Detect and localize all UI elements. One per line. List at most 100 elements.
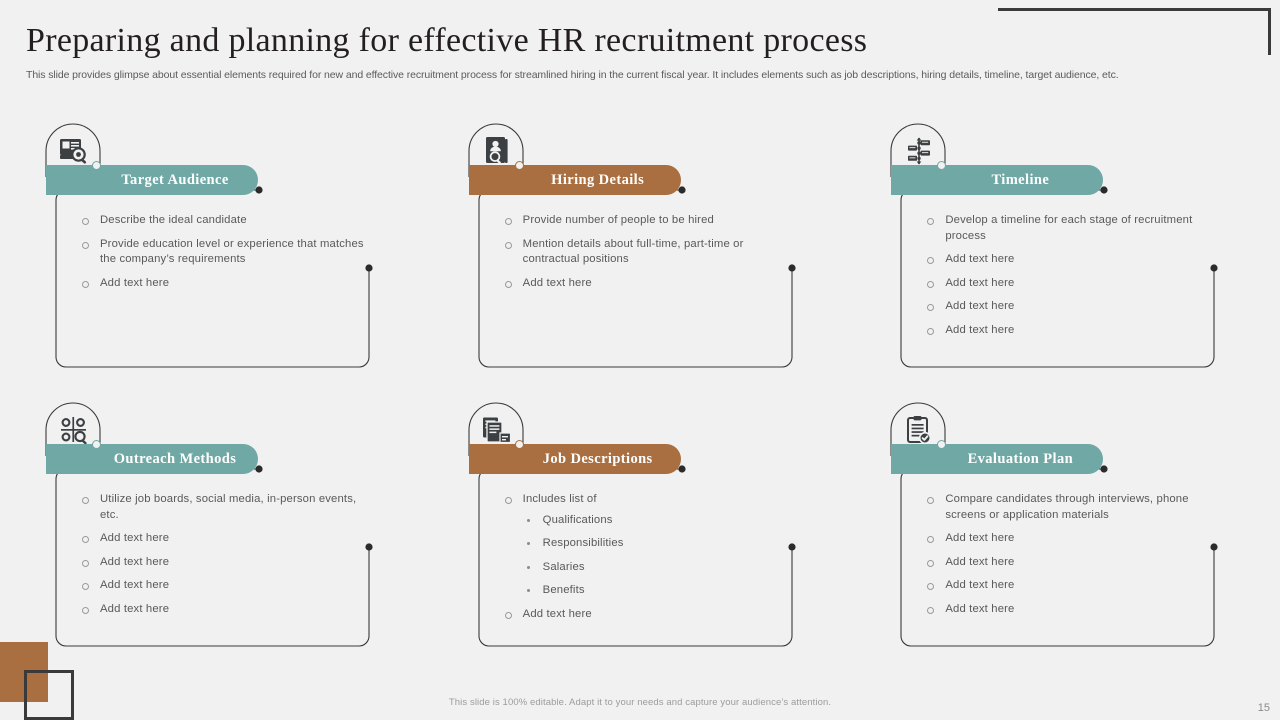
bullet-item: Add text here bbox=[921, 531, 1216, 547]
bullet-item: Add text here bbox=[76, 276, 371, 292]
card-evaluation-plan[interactable]: Evaluation Plan Compare candidates throu… bbox=[885, 402, 1230, 654]
banner-ring-marker bbox=[92, 440, 101, 449]
timeline-icon bbox=[891, 125, 947, 177]
card-target-audience[interactable]: Target Audience Describe the ideal candi… bbox=[40, 123, 385, 375]
page-subtitle: This slide provides glimpse about essent… bbox=[26, 69, 1119, 81]
bullet-text: Add text here bbox=[945, 323, 1015, 336]
bullet-item: Add text here bbox=[499, 276, 794, 292]
banner-ring-marker bbox=[937, 161, 947, 170]
bullet-item: Add text here bbox=[76, 555, 371, 571]
icon-dome-outline bbox=[890, 123, 946, 177]
bullet-text: Add text here bbox=[100, 602, 170, 615]
sub-bullet-text: Benefits bbox=[542, 584, 585, 596]
bullet-item: Utilize job boards, social media, in-per… bbox=[76, 492, 371, 523]
card-title-banner[interactable]: Hiring Details bbox=[468, 165, 681, 195]
bottom-left-outlined-square-decoration bbox=[24, 670, 74, 720]
bullet-item: Add text here bbox=[921, 555, 1216, 571]
documents-stack-icon bbox=[469, 404, 525, 456]
sub-bullet-item: Salaries bbox=[523, 560, 794, 576]
bullet-item: Provide education level or experience th… bbox=[76, 237, 371, 268]
bullet-text: Provide education level or experience th… bbox=[100, 237, 364, 266]
banner-ring-marker bbox=[514, 440, 524, 449]
person-document-search-icon bbox=[469, 125, 525, 177]
card-job-descriptions[interactable]: Job Descriptions Includes list of Qualifi… bbox=[463, 402, 808, 654]
bullet-item: Add text here bbox=[76, 602, 371, 618]
card-title-banner[interactable]: Evaluation Plan bbox=[891, 444, 1104, 474]
card-hiring-details[interactable]: Hiring Details Provide number of people … bbox=[463, 123, 808, 375]
card-title: Job Descriptions bbox=[542, 450, 653, 467]
banner-ring-marker bbox=[937, 440, 947, 449]
bullet-item: Add text here bbox=[921, 276, 1216, 292]
sub-bullet-item: Responsibilities bbox=[523, 536, 794, 552]
bullet-item: Provide number of people to be hired bbox=[499, 213, 794, 229]
bullet-text: Add text here bbox=[945, 555, 1015, 568]
bullet-text: Add text here bbox=[945, 276, 1015, 289]
bullet-item: Add text here bbox=[921, 299, 1216, 315]
card-title: Hiring Details bbox=[551, 171, 645, 188]
bullet-item: Add text here bbox=[921, 323, 1216, 339]
bullet-list: Utilize job boards, social media, in-per… bbox=[76, 492, 371, 617]
card-title: Outreach Methods bbox=[113, 450, 237, 467]
card-bullets: Compare candidates through interviews, p… bbox=[921, 492, 1216, 625]
card-title-banner[interactable]: Timeline bbox=[891, 165, 1104, 195]
bullet-item: Add text here bbox=[76, 578, 371, 594]
bullet-text: Describe the ideal candidate bbox=[100, 214, 247, 226]
banner-ring-marker bbox=[514, 161, 524, 170]
bullet-text: Add text here bbox=[945, 532, 1015, 544]
bullet-item: Develop a timeline for each stage of rec… bbox=[921, 213, 1216, 244]
page-title: Preparing and planning for effective HR … bbox=[26, 22, 868, 59]
clipboard-check-icon bbox=[891, 404, 947, 456]
bullet-text: Compare candidates through interviews, p… bbox=[945, 493, 1189, 521]
bullet-item: Add text here bbox=[499, 607, 794, 623]
bullet-text: Add text here bbox=[945, 300, 1015, 312]
bullet-text: Add text here bbox=[945, 579, 1015, 591]
bullet-item: Add text here bbox=[921, 602, 1216, 618]
bullet-text: Add text here bbox=[100, 532, 170, 544]
page-number: 15 bbox=[1257, 702, 1270, 714]
bullet-text: Add text here bbox=[522, 607, 592, 620]
bullet-item: Add text here bbox=[921, 252, 1216, 268]
bullet-list: Develop a timeline for each stage of rec… bbox=[921, 213, 1216, 338]
card-timeline[interactable]: Timeline Develop a timeline for each sta… bbox=[885, 123, 1230, 375]
card-bullets: Utilize job boards, social media, in-per… bbox=[76, 492, 371, 625]
bullet-text: Utilize job boards, social media, in-per… bbox=[100, 493, 357, 521]
card-title-banner[interactable]: Outreach Methods bbox=[46, 444, 258, 474]
id-card-search-icon bbox=[46, 125, 102, 177]
bullet-list: Compare candidates through interviews, p… bbox=[921, 492, 1216, 617]
cards-grid: Target Audience Describe the ideal candi… bbox=[40, 123, 1245, 683]
sub-bullet-text: Salaries bbox=[542, 560, 585, 573]
sub-bullet-item: Qualifications bbox=[523, 513, 794, 529]
card-bullets: Develop a timeline for each stage of rec… bbox=[921, 213, 1216, 346]
card-title-banner[interactable]: Target Audience bbox=[46, 165, 258, 195]
card-outreach-methods[interactable]: Outreach Methods Utilize job boards, soc… bbox=[40, 402, 385, 654]
bullet-text: Add text here bbox=[100, 579, 170, 591]
bullet-item: Describe the ideal candidate bbox=[76, 213, 371, 229]
network-search-icon bbox=[46, 404, 102, 456]
banner-ring-marker bbox=[92, 161, 101, 170]
sub-bullet-item: Benefits bbox=[523, 583, 794, 599]
card-title: Evaluation Plan bbox=[967, 450, 1074, 467]
bullet-item: Add text here bbox=[76, 531, 371, 547]
bullet-text: Add text here bbox=[100, 276, 170, 289]
bullet-text: Add text here bbox=[100, 555, 170, 568]
bullet-text: Mention details about full-time, part-ti… bbox=[522, 237, 744, 266]
bullet-text: Provide number of people to be hired bbox=[522, 214, 714, 226]
bullet-item: Mention details about full-time, part-ti… bbox=[499, 237, 794, 268]
bullet-text: Includes list of bbox=[522, 493, 597, 505]
card-title: Timeline bbox=[991, 171, 1050, 188]
card-title-banner[interactable]: Job Descriptions bbox=[468, 444, 681, 474]
card-title: Target Audience bbox=[121, 171, 229, 188]
bullet-text: Add text here bbox=[522, 276, 592, 289]
footer-note: This slide is 100% editable. Adapt it to… bbox=[448, 697, 832, 708]
bullet-text: Add text here bbox=[945, 253, 1015, 265]
bullet-item: Compare candidates through interviews, p… bbox=[921, 492, 1216, 523]
